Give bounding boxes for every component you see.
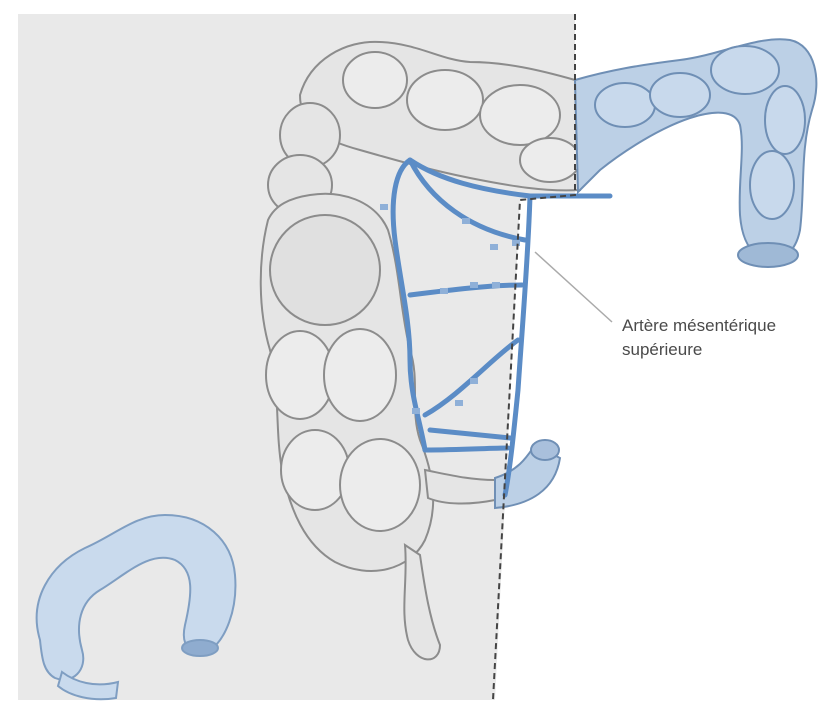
descending-colon-blue: [575, 39, 816, 267]
label-leader-line: [535, 252, 612, 322]
artery-label: Artère mésentérique supérieure: [622, 314, 776, 362]
artery-label-line1: Artère mésentérique: [622, 314, 776, 338]
artery-label-line2: supérieure: [622, 338, 776, 362]
